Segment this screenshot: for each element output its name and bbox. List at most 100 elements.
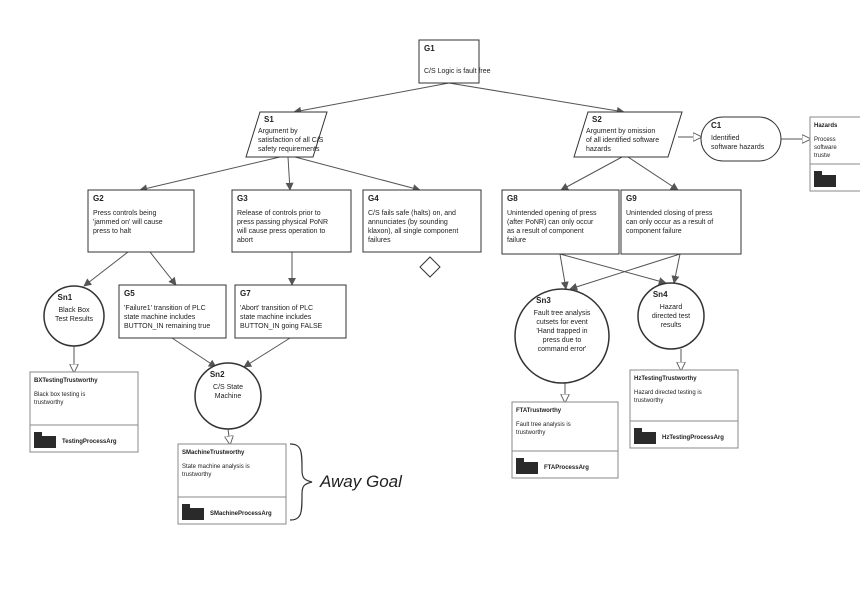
context-id: C1 [711,121,722,130]
goal-text-line: state machine includes [124,314,196,321]
strategy-shape [245,111,328,158]
goal-box [231,189,352,253]
away-goal-text-line: trustworthy [182,472,211,478]
goal-id: G2 [93,194,104,203]
solution-id: Sn2 [210,370,225,379]
goal-id: G8 [507,194,518,203]
away-goal-text-line: software [814,145,837,151]
edge-g7-sn2 [243,337,291,368]
away-goal-id: SMachineTrustworthy [182,450,245,456]
edge-g2-g5 [149,251,177,286]
goal-box [234,284,347,339]
away-goal-text-line: State machine analysis is [182,464,250,470]
away-goal-text-line: trustworthy [516,430,545,436]
goal-text-line: (after PoNR) can only occur [507,219,594,226]
goal-text-line: press to halt [93,228,131,235]
goal-text-line: Release of controls prior to [237,210,321,217]
goal-id: G4 [368,194,379,203]
strategy-text-line: of all identified software [586,137,659,144]
away-goal-text-line: trustw [814,153,831,159]
solution-text-line: Fault tree analysis [534,310,591,317]
goal-box [501,189,620,255]
edge-g1-s2 [448,82,625,115]
away-goal-id: BXTestingTrustworthy [34,378,98,384]
solution-text-line: C/S State [213,384,243,391]
away-goal-text-line: Hazard directed testing is [634,390,702,396]
goal-text-line: BUTTON_IN going FALSE [240,323,323,330]
solution-text-line: directed test [652,313,690,320]
goal-text-line: will cause press operation to [236,228,325,235]
goal-text-line: Unintended opening of press [507,210,597,217]
context-shape [700,116,782,162]
edge-g8-sn3 [559,253,569,290]
strategy-id: S1 [264,115,274,124]
goal-id: G3 [237,194,248,203]
edges-layer [74,82,810,444]
solution-text-line: results [661,322,682,329]
solution-text-line: Test Results [55,316,94,323]
goal-text-line: component failure [626,228,682,235]
solution-id: Sn1 [58,293,73,302]
goal-text-line: Unintended closing of press [626,210,713,217]
goal-id: G9 [626,194,637,203]
edge-g9-sn4 [671,253,681,284]
solution-text-line: Black Box [58,307,90,314]
goal-text-line: C/S fails safe (halts) on, and [368,210,456,217]
context-text-line: software hazards [711,144,765,151]
goal-text-line: press passing physical PoNR [237,219,328,226]
goal-text-line: abort [237,237,253,244]
goal-box [87,189,195,253]
solution-text-line: 'Hand trapped in [536,328,587,335]
edge-sn2-smachine [228,428,230,444]
module-folder-icon [516,458,538,474]
away-goal-module: HzTestingProcessArg [662,435,724,441]
goal-text-line: failure [507,237,526,244]
goal-text-line: 'Failure1' transition of PLC [124,305,206,312]
goal-text-line: Press controls being [93,210,157,217]
goal-id: G7 [240,289,251,298]
strategy-id: S2 [592,115,602,124]
edge-g2-sn1 [83,251,129,287]
solution-circle [514,288,610,384]
goal-text-line: 'Abort' transition of PLC [240,305,313,312]
edge-s1-g4 [294,156,421,193]
goal-text-line: can only occur as a result of [626,219,713,226]
edge-g1-s1 [293,82,450,115]
curly-brace-icon [289,443,313,521]
module-folder-icon [182,504,204,520]
away-goal-text-line: trustworthy [34,400,63,406]
strategy-text-line: safety requirements [258,146,320,153]
goal-text-line: BUTTON_IN remaining true [124,323,210,330]
solution-id: Sn3 [536,296,551,305]
module-folder-icon [634,428,656,444]
strategy-text-line: Argument by omission [586,128,655,135]
solution-circle [43,285,105,347]
away-goal-annotation: Away Goal [289,443,403,521]
solution-text-line: press due to [543,337,582,344]
goal-id: G1 [424,44,435,53]
away-goal-text-line: Fault tree analysis is [516,422,571,428]
edge-s1-g3 [285,156,294,191]
context-text-line: Identified [711,135,740,142]
strategy-shape [573,111,683,158]
strategy-text-line: satisfaction of all C/S [258,137,324,144]
goal-id: G5 [124,289,135,298]
goal-text-line: 'jammed on' will cause [93,219,163,226]
solution-id: Sn4 [653,290,668,299]
goal-box [118,284,227,339]
